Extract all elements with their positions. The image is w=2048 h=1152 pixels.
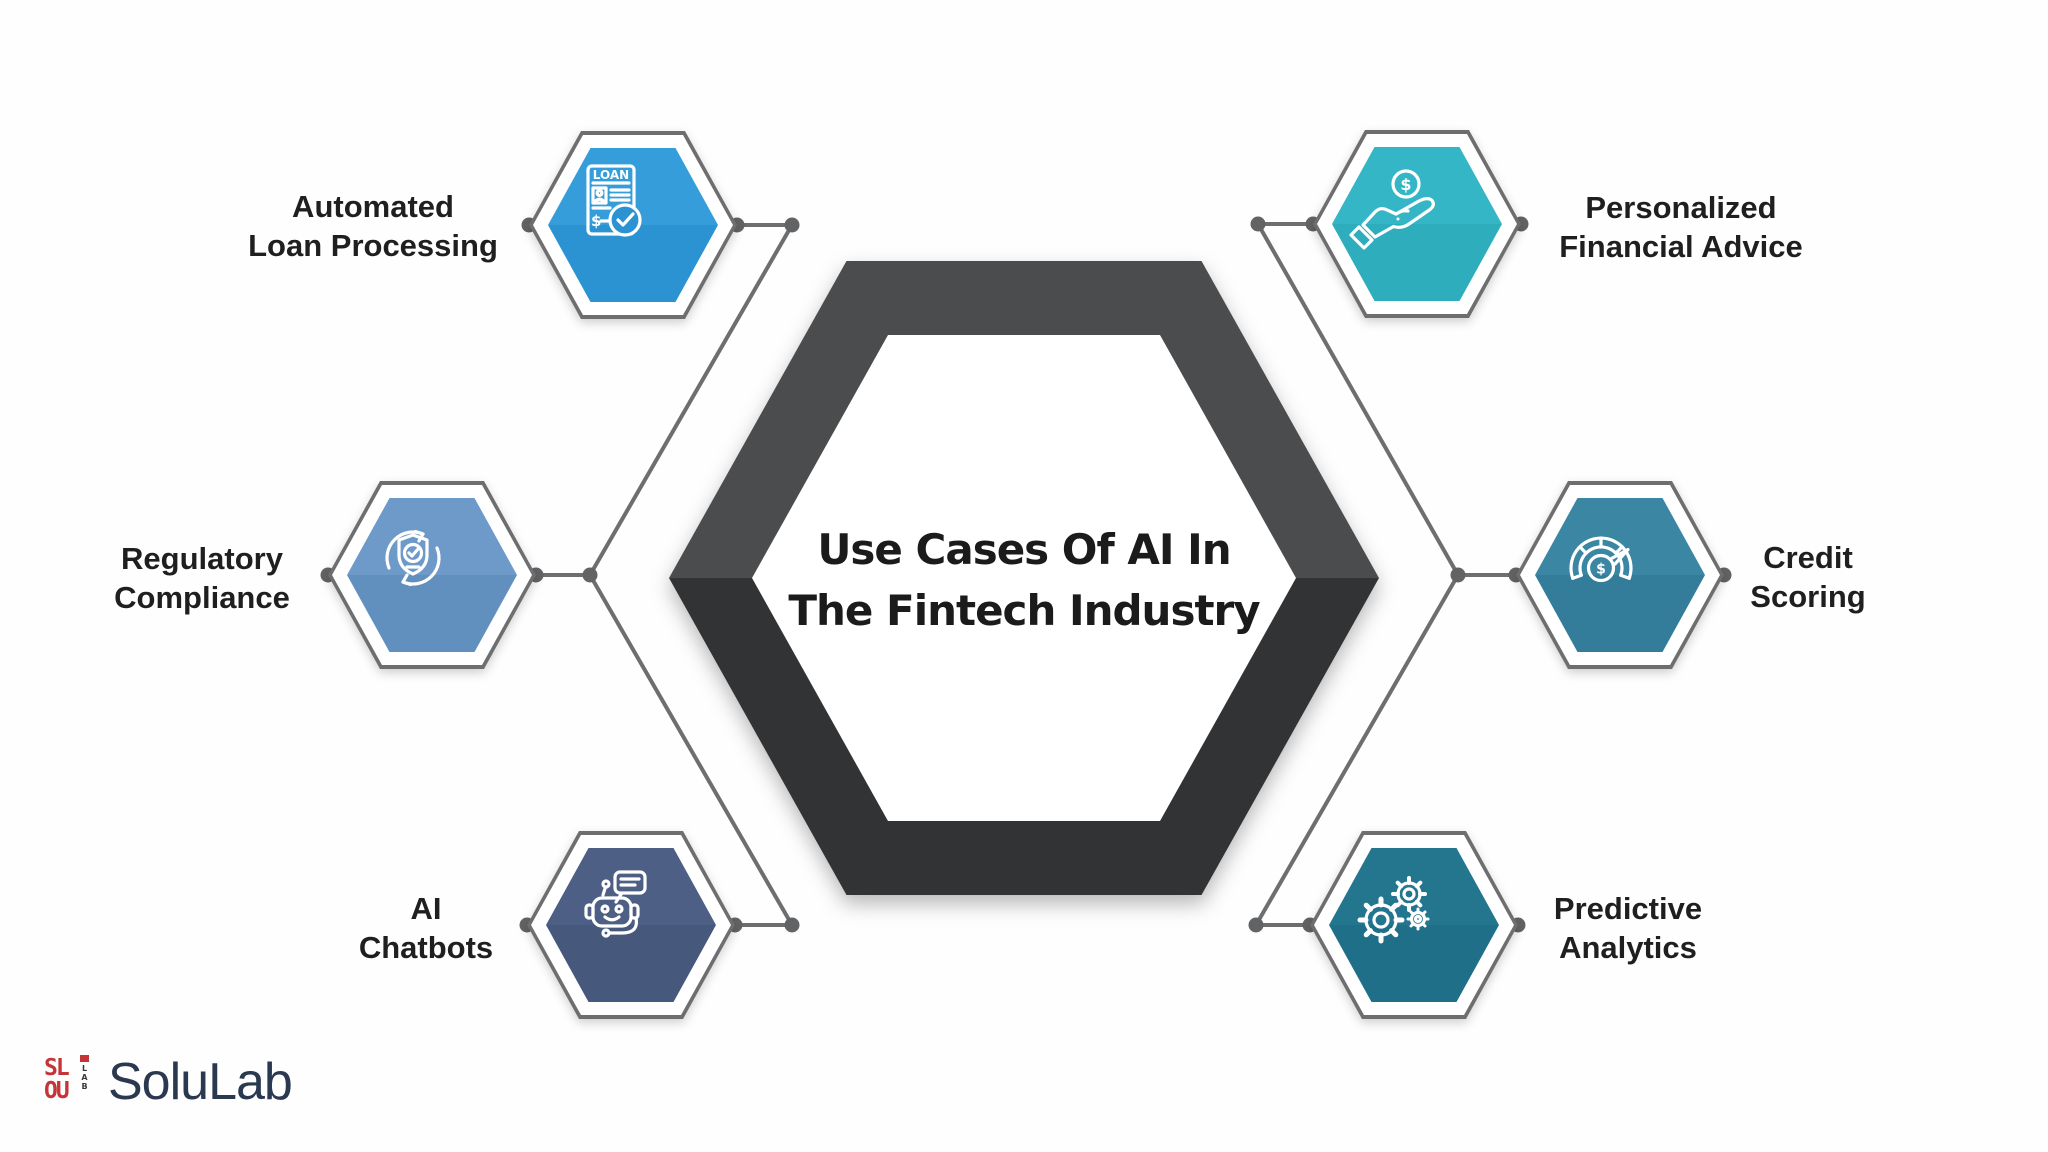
label-ai-chatbots: AI Chatbots xyxy=(358,891,494,965)
label-personalized-financial-advice: Personalized Financial Advice xyxy=(1559,190,1803,264)
label-regulatory-compliance: Regulatory Compliance xyxy=(114,541,290,615)
label-automated-loan-processing: Automated Loan Processing xyxy=(248,189,498,263)
shield-refresh-icon xyxy=(385,529,441,587)
gears-icon xyxy=(1357,876,1430,944)
label-credit-scoring: Credit Scoring xyxy=(1750,540,1866,614)
node-predictive-analytics xyxy=(1310,831,1518,1019)
node-automated-loan-processing: LOAN $ xyxy=(529,131,737,319)
right-connectors xyxy=(1254,222,1516,927)
page-title: Use Cases Of AI In The Fintech Industry xyxy=(714,519,1334,641)
loan-document-icon: LOAN $ xyxy=(586,164,642,237)
central-hexagon xyxy=(669,261,1379,895)
hexagon-fill xyxy=(1332,147,1502,301)
svg-text:$: $ xyxy=(1596,562,1606,578)
logo-mark-pixel xyxy=(80,1055,89,1062)
svg-text:LOAN: LOAN xyxy=(593,168,629,182)
page-title-line1: Use Cases Of AI In xyxy=(817,525,1231,574)
node-ai-chatbots xyxy=(527,831,735,1019)
hand-coin-icon: $ xyxy=(1349,169,1435,250)
node-credit-scoring: $ xyxy=(1516,481,1724,669)
chatbot-icon xyxy=(584,870,647,938)
credit-gauge-icon: $ xyxy=(1569,536,1633,583)
left-connectors xyxy=(536,223,794,927)
svg-text:$: $ xyxy=(591,212,601,230)
page-title-line2: The Fintech Industry xyxy=(788,586,1260,635)
solulab-wordmark: SoluLab xyxy=(108,1053,293,1111)
label-predictive-analytics: Predictive Analytics xyxy=(1553,891,1703,965)
node-personalized-financial-advice: $ xyxy=(1313,130,1521,318)
svg-text:$: $ xyxy=(1400,175,1411,194)
node-regulatory-compliance xyxy=(328,481,536,669)
